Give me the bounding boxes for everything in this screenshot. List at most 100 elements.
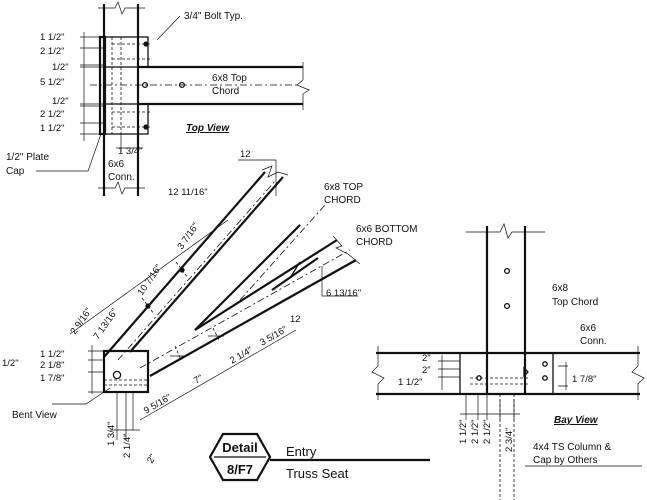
top-view-hidden-lines — [111, 37, 122, 134]
top-view-bolt-upper — [112, 43, 152, 60]
bent-bottom-chord-edge-lower — [149, 259, 357, 377]
top-view-bolt-hole — [141, 81, 149, 89]
top-view-dim: 1/2" — [52, 62, 69, 73]
bay-dim-right: 1 7/8" — [572, 374, 597, 385]
bay-conn-break-right — [631, 346, 645, 400]
top-view-break-bottom — [98, 181, 145, 195]
bay-conn-break-left — [371, 346, 385, 400]
bent-dim-left-ticks — [88, 350, 104, 393]
bent-top-chord-centerline — [117, 179, 277, 361]
bent-web-centerline — [239, 204, 326, 301]
bent-dim-left: 1 7/8" — [40, 373, 65, 384]
plate-note-leader — [36, 133, 102, 172]
plate-note: Cap — [6, 166, 25, 177]
bay-seat-bolt — [476, 375, 482, 381]
top-view-bolt-lower — [112, 111, 152, 128]
bent-bottom-chord-label: CHORD — [356, 237, 393, 248]
plate-note: 1/2" Plate — [6, 152, 49, 163]
bent-slope-top-rise: 12 11/16" — [168, 187, 208, 198]
bent-web-edge — [194, 224, 301, 331]
bay-dim-left-ticks — [438, 355, 460, 390]
bent-bolt-top — [141, 261, 189, 315]
bent-dim-left: 1 1/2" — [40, 349, 65, 360]
bent-seat-bolt — [112, 370, 122, 380]
bent-bottom-chord-label: 6x6 BOTTOM — [356, 224, 418, 235]
top-view-dim: 5 1/2" — [40, 77, 65, 88]
bay-seat-bolt-head — [523, 366, 529, 378]
top-view-chord-break — [296, 62, 310, 110]
bent-dim-left: 2 1/8" — [40, 360, 65, 371]
top-view: 1 1/2" 2 1/2" 1/2" 5 1/2" 1/2" 2 1/2" 1 … — [6, 1, 310, 196]
bent-view-title: Bent View — [12, 410, 58, 421]
bent-slope-bottom — [321, 266, 358, 297]
top-view-plate-cap — [98, 35, 107, 136]
bent-top-chord-edge-lower — [129, 176, 284, 353]
detail-label: Detail — [222, 440, 257, 455]
bent-web-notch — [271, 261, 301, 291]
top-chord-label: 6x8 Top — [212, 73, 247, 84]
bent-dim-lower-line — [139, 329, 297, 421]
bent-dim-bottom: 2" — [145, 453, 159, 466]
conn-label: 6x6 — [108, 159, 125, 170]
conn-label: Conn. — [108, 172, 135, 183]
bay-conn-label: Conn. — [580, 336, 607, 347]
detail-sheet-ref: 8/F7 — [227, 462, 253, 477]
bent-bottom-chord-break — [332, 235, 361, 265]
bay-conn-label: 6x6 — [580, 323, 597, 334]
bay-dim-bottom: 1 1/2" — [458, 419, 469, 444]
bay-seat-bolt — [542, 361, 548, 367]
column-note: Cap by Others — [533, 455, 597, 466]
top-view-dim-bottom: 1 3/4" — [118, 146, 143, 157]
bent-top-chord-break — [261, 165, 289, 178]
bent-view: 12 12 11/16" 12 6 13/16" 2 9/16" 7 13/16… — [2, 149, 418, 466]
bent-dim-upper: 2 9/16" — [68, 306, 94, 337]
detail-title-line-1: Entry — [286, 444, 317, 459]
bent-dim-upper: 3 7/16" — [175, 221, 201, 252]
bay-chord-label: 6x8 — [552, 283, 569, 294]
bent-bottom-chord-centerline — [139, 249, 351, 369]
bay-seat-plate — [459, 352, 554, 395]
bay-dim-left: 2" — [422, 353, 431, 364]
bent-slope-bottom-run: 12 — [290, 314, 301, 325]
bay-chord-label: Top Chord — [552, 297, 598, 308]
top-view-dim: 1 1/2" — [40, 32, 65, 43]
bent-view-leader — [52, 387, 111, 405]
bay-chord-break — [466, 223, 545, 239]
bolt-note: 3/4" Bolt Typ. — [184, 11, 243, 22]
bent-top-chord-label: CHORD — [324, 195, 361, 206]
top-view-plate-lower — [103, 103, 149, 135]
bent-dim-upper-line — [69, 219, 229, 335]
title-block: Detail 8/F7 Entry Truss Seat — [208, 432, 430, 482]
bent-seat-hidden — [104, 379, 148, 386]
top-view-dim-ticks — [80, 36, 104, 135]
bent-bolt-bottom — [170, 327, 224, 361]
top-view-break-top — [98, 1, 145, 15]
bent-dim-lower: 9 5/16" — [142, 392, 173, 416]
bay-view-title: Bay View — [554, 415, 599, 426]
bent-dim-lower: 3 5/16" — [258, 324, 289, 348]
bay-dim-left: 1 1/2" — [398, 377, 423, 388]
top-view-plate-upper — [103, 36, 149, 68]
bent-dim-lower: 7" — [192, 373, 205, 387]
top-view-dim: 1/2" — [52, 96, 69, 107]
bent-dim-bottom: 1 3/4" — [106, 421, 117, 446]
detail-title-line-2: Truss Seat — [286, 466, 349, 481]
top-view-dim: 2 1/2" — [40, 46, 65, 57]
bay-seat-bolt — [542, 375, 548, 381]
top-view-dim-bottom-lines — [116, 134, 143, 152]
bay-dim-bottom: 2 1/2" — [470, 419, 481, 444]
bolt-note-leader — [156, 15, 181, 41]
bay-chord-bolt — [503, 267, 511, 275]
bent-seat-plate — [102, 349, 150, 394]
bay-dim-left: 2" — [422, 365, 431, 376]
column-note: 4x4 TS Column & — [533, 442, 612, 453]
top-view-bolt-head — [143, 41, 149, 47]
bay-dim-right-line — [558, 362, 568, 390]
bay-seat-hidden — [470, 377, 530, 385]
bay-dim-bottom: 2 1/2" — [482, 419, 493, 444]
bent-dim-bottom-lines — [110, 392, 140, 440]
bent-dim-left: 1/2" — [2, 358, 19, 369]
bent-dim-lower: 2 1/4" — [228, 345, 255, 367]
bay-view: 2" 2" 1 1/2" 1 7/8" 1 1/2" 2 1/2" 2 1/2"… — [371, 223, 645, 500]
